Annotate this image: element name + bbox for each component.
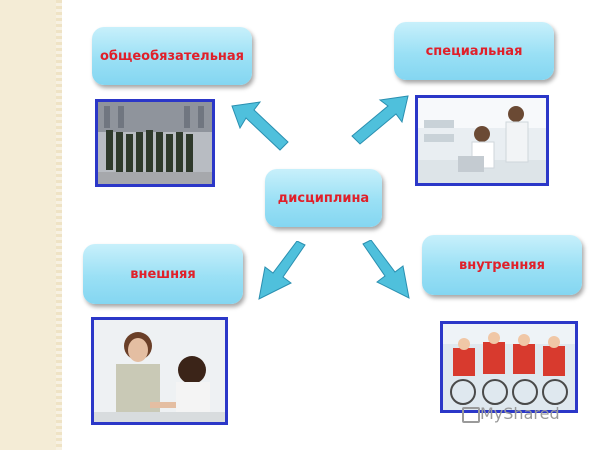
box-external: внешняя [83,244,243,304]
photo-teacher-child [91,317,228,425]
arrow-to-special [351,95,409,145]
photo-office [415,95,549,186]
arrow-to-internal [362,240,410,299]
photo-paralympians [440,321,578,413]
box-general-label: общеобязательная [99,48,245,64]
box-special: специальная [394,22,554,80]
box-general: общеобязательная [92,27,252,85]
box-internal: внутренняя [422,235,582,295]
arrow-to-general [231,101,289,151]
box-internal-label: внутренняя [459,257,545,273]
box-special-label: специальная [425,43,523,59]
box-discipline-label: дисциплина [277,190,370,206]
decorative-sidebar [0,0,62,450]
watermark-logo-icon [462,407,480,423]
arrow-to-external [258,241,306,300]
photo-soldiers [95,99,215,187]
box-external-label: внешняя [130,266,196,282]
watermark: MyShared [480,404,560,423]
box-discipline: дисциплина [265,169,382,227]
